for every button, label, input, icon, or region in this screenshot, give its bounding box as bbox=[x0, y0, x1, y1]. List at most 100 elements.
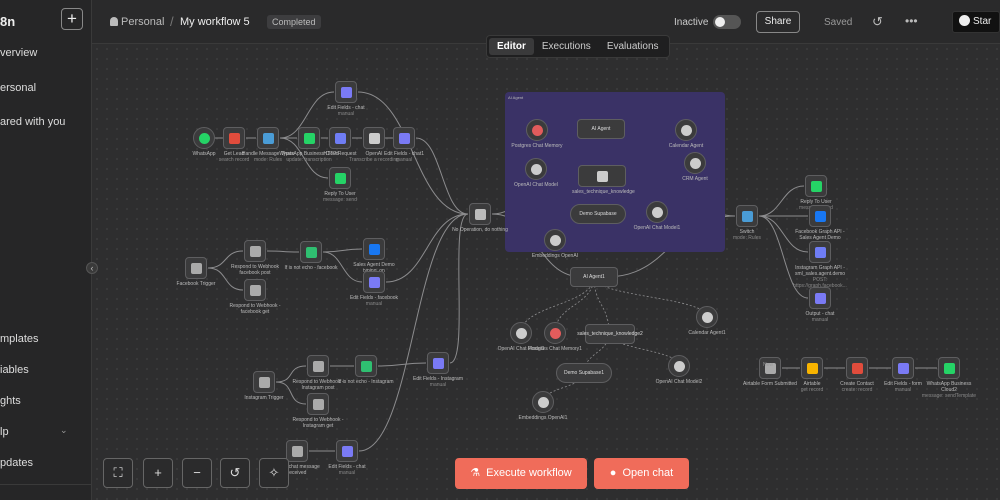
share-button[interactable]: Share bbox=[756, 11, 800, 33]
sidebar-item-overview[interactable]: verview bbox=[0, 47, 38, 59]
node-icon bbox=[689, 157, 701, 169]
node-resp-fb-get[interactable] bbox=[244, 279, 266, 301]
node-openai-chat-model3[interactable] bbox=[510, 322, 532, 344]
node-ig-graph[interactable] bbox=[809, 241, 831, 263]
sidebar-item-shared[interactable]: ared with you bbox=[0, 116, 66, 128]
active-toggle[interactable] bbox=[713, 15, 741, 29]
node-calendar-agent[interactable] bbox=[675, 119, 697, 141]
node-demo-supabase[interactable]: Demo Supabase bbox=[570, 204, 626, 224]
view-tabs: Editor Executions Evaluations bbox=[486, 35, 670, 58]
node-ig-trigger[interactable] bbox=[253, 371, 275, 393]
node-airtable-form[interactable] bbox=[759, 357, 781, 379]
more-icon[interactable]: ••• bbox=[905, 14, 918, 28]
node-create-contact[interactable] bbox=[846, 357, 868, 379]
node-get-lead[interactable] bbox=[223, 127, 245, 149]
sidebar-item-help[interactable]: lp bbox=[0, 426, 9, 438]
node-icon bbox=[531, 124, 543, 136]
node-label-ig-trigger: Instagram Trigger bbox=[234, 395, 294, 401]
node-reply-user2[interactable] bbox=[805, 175, 827, 197]
node-pg-memory1[interactable] bbox=[544, 322, 566, 344]
node-openai[interactable] bbox=[363, 127, 385, 149]
node-title: Postgres Chat Memory1 bbox=[528, 346, 582, 352]
node-if-ig[interactable] bbox=[355, 355, 377, 377]
chevron-down-icon[interactable]: ⌄ bbox=[60, 425, 68, 435]
collapse-sidebar-button[interactable]: ‹ bbox=[86, 262, 98, 274]
sidebar-item-templates[interactable]: mplates bbox=[0, 333, 39, 345]
node-switch[interactable] bbox=[736, 205, 758, 227]
node-whatsapp[interactable] bbox=[193, 127, 215, 149]
node-wa-business2[interactable] bbox=[938, 357, 960, 379]
connection-switch-reply_user2 bbox=[758, 185, 805, 217]
node-wa-business[interactable] bbox=[298, 127, 320, 149]
node-openai-chat-model[interactable] bbox=[525, 158, 547, 180]
open-chat-button[interactable]: ●Open chat bbox=[594, 458, 689, 489]
node-openai-chat-model1[interactable] bbox=[646, 201, 668, 223]
node-icon bbox=[190, 262, 202, 274]
node-reply-user[interactable] bbox=[329, 167, 351, 189]
node-title: Edit Fields - chat bbox=[327, 105, 365, 111]
node-title: Calendar Agent bbox=[668, 143, 704, 149]
node-icon bbox=[474, 208, 486, 220]
node-fb-graph[interactable] bbox=[809, 205, 831, 227]
node-calendar-agent1[interactable] bbox=[696, 306, 718, 328]
node-edit-fb[interactable] bbox=[363, 271, 385, 293]
node-demo-supabase1[interactable]: Demo Supabase1 bbox=[556, 363, 612, 383]
sidebar-item-insights[interactable]: ghts bbox=[0, 395, 21, 407]
tab-evaluations[interactable]: Evaluations bbox=[606, 41, 659, 52]
create-button[interactable]: + bbox=[61, 8, 83, 30]
history-icon[interactable]: ↺ bbox=[872, 14, 883, 29]
zoom-out-button[interactable]: − bbox=[182, 458, 212, 488]
node-edit-chat2[interactable] bbox=[336, 440, 358, 462]
tidy-up-button[interactable]: ✧ bbox=[259, 458, 289, 488]
node-ai-agent[interactable]: AI Agent bbox=[577, 119, 625, 139]
node-sales-typing[interactable] bbox=[363, 238, 385, 260]
tab-editor[interactable]: Editor bbox=[489, 38, 534, 55]
node-title: Airtable bbox=[803, 381, 821, 387]
zoom-in-button[interactable]: + bbox=[143, 458, 173, 488]
sidebar-item-variables[interactable]: iables bbox=[0, 364, 29, 376]
sidebar-item-updates[interactable]: pdates bbox=[0, 457, 34, 469]
node-resp-ig-post[interactable] bbox=[307, 355, 329, 377]
github-star-button[interactable]: Star bbox=[952, 11, 1000, 33]
sidebar-item-personal[interactable]: ersonal bbox=[0, 82, 37, 94]
workflow-canvas[interactable] bbox=[92, 44, 1000, 500]
node-edit-form[interactable] bbox=[892, 357, 914, 379]
node-openai-chat-model2[interactable] bbox=[668, 355, 690, 377]
node-icon bbox=[673, 360, 685, 372]
node-pg-memory[interactable] bbox=[526, 119, 548, 141]
reset-zoom-button[interactable]: ↺ bbox=[220, 458, 250, 488]
node-no-op[interactable] bbox=[469, 203, 491, 225]
breadcrumb-project[interactable]: Personal bbox=[110, 16, 164, 28]
execute-workflow-button[interactable]: ⚗Execute workflow bbox=[455, 458, 587, 489]
node-fb-trigger[interactable] bbox=[185, 257, 207, 279]
node-title: WhatsApp Business Cloud2 bbox=[926, 381, 972, 393]
node-edit-chat1[interactable] bbox=[393, 127, 415, 149]
node-if-fb[interactable] bbox=[300, 241, 322, 263]
node-ai-agent1[interactable]: AI Agent1 bbox=[570, 267, 618, 287]
app-logo[interactable]: 8n bbox=[0, 14, 16, 29]
node-icon bbox=[249, 284, 261, 296]
node-crm-agent[interactable] bbox=[684, 152, 706, 174]
status-badge: Completed bbox=[267, 15, 321, 29]
node-sales-kb[interactable] bbox=[578, 165, 626, 187]
node-chat-trigger[interactable] bbox=[286, 440, 308, 462]
tab-executions[interactable]: Executions bbox=[541, 41, 591, 52]
workflow-title[interactable]: My workflow 5 bbox=[180, 16, 250, 28]
node-icon bbox=[814, 292, 826, 304]
node-edit-ig[interactable] bbox=[427, 352, 449, 374]
node-title: Edit Fields - chat1 bbox=[383, 151, 425, 157]
node-edit-chat[interactable] bbox=[335, 81, 357, 103]
node-http[interactable] bbox=[329, 127, 351, 149]
node-airtable[interactable] bbox=[801, 357, 823, 379]
fit-view-button[interactable]: ⛶ bbox=[103, 458, 133, 488]
node-resp-ig-get[interactable] bbox=[307, 393, 329, 415]
node-embeddings1[interactable] bbox=[532, 391, 554, 413]
node-resp-fb-post[interactable] bbox=[244, 240, 266, 262]
node-sales-kb2[interactable]: sales_technique_knowledge2 bbox=[577, 324, 643, 344]
node-output-chat[interactable] bbox=[809, 287, 831, 309]
node-title: HTTP Request bbox=[323, 151, 357, 157]
node-handle-types[interactable] bbox=[257, 127, 279, 149]
node-embeddings[interactable] bbox=[544, 229, 566, 251]
